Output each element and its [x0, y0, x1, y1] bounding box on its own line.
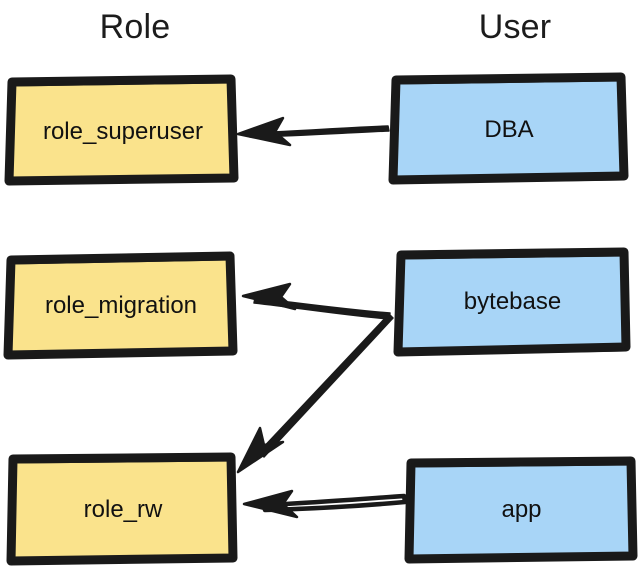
node-role-migration-sketch-overstroke [6, 255, 237, 359]
edge-dba-to-role-superuser [236, 116, 390, 147]
column-header-user: User [478, 8, 552, 46]
edge-dba-to-role-superuser-head [236, 116, 292, 147]
edge-bytebase-to-role-rw-shaft [258, 313, 394, 458]
node-app[interactable] [404, 456, 638, 564]
node-role-rw-hit[interactable] [11, 457, 235, 562]
node-app-hit[interactable] [409, 461, 634, 560]
node-role-migration[interactable] [3, 251, 238, 360]
node-app-sketch-overstroke [407, 460, 637, 563]
node-role-rw-sketch-overstroke [9, 456, 237, 565]
edge-app-to-role-rw-head [242, 489, 299, 519]
node-bytebase[interactable] [393, 247, 631, 357]
node-dba[interactable] [388, 72, 629, 185]
node-dba-sketch-overstroke [391, 76, 628, 184]
edge-bytebase-to-role-rw-head [236, 426, 285, 474]
edge-bytebase-to-role-migration [241, 282, 391, 320]
node-role-migration-hit[interactable] [8, 256, 234, 356]
column-header-role: Role [99, 8, 171, 46]
edge-app-to-role-rw [242, 489, 408, 519]
node-role-superuser-sketch-overstroke [7, 78, 238, 185]
node-role-superuser-hit[interactable] [9, 79, 235, 182]
node-role-superuser[interactable] [4, 74, 239, 186]
edge-bytebase-to-role-migration-head [241, 282, 297, 311]
node-bytebase-hit[interactable] [398, 252, 627, 353]
edge-bytebase-to-role-rw [236, 313, 394, 474]
node-dba-hit[interactable] [393, 77, 625, 181]
node-role-rw[interactable] [6, 452, 238, 566]
node-bytebase-sketch-overstroke [396, 251, 630, 356]
